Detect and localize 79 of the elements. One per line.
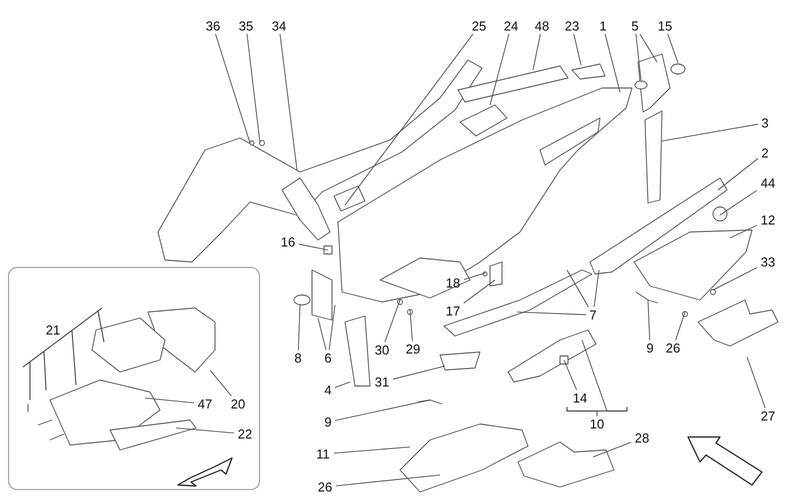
callout-number: 23 xyxy=(564,18,580,34)
callout-number: 18 xyxy=(446,276,460,290)
leader-line xyxy=(298,304,300,350)
callout-number: 3 xyxy=(761,116,769,130)
callout-number: 31 xyxy=(374,374,390,390)
callout-number: 9 xyxy=(324,414,332,430)
leader-line xyxy=(667,34,678,64)
callout-number: 8 xyxy=(294,350,302,366)
callout-number: 12 xyxy=(760,212,776,228)
leader-line xyxy=(463,280,496,304)
leader-line xyxy=(636,34,642,80)
leader-line xyxy=(662,124,758,142)
callout-number: 47 xyxy=(198,396,212,412)
callout-number: 2 xyxy=(761,146,769,160)
leader-line xyxy=(384,300,400,342)
leader-line xyxy=(246,34,260,144)
leader-line xyxy=(336,474,440,486)
leader-line xyxy=(648,300,650,340)
callout-number: 5 xyxy=(631,18,639,34)
leader-line xyxy=(712,267,758,290)
callout-number: 17 xyxy=(446,304,460,318)
callout-number: 28 xyxy=(634,430,650,446)
leader-line xyxy=(594,270,600,308)
leader-line xyxy=(298,244,328,250)
leader-line xyxy=(490,34,510,106)
callout-number: 26 xyxy=(318,480,332,494)
callout-number: 35 xyxy=(238,18,254,34)
callout-number: 30 xyxy=(374,342,390,358)
leader-line xyxy=(344,34,474,206)
leader-line xyxy=(675,312,686,340)
leader-line xyxy=(410,310,413,342)
callout-number: 10 xyxy=(590,416,604,432)
callout-number: 16 xyxy=(280,234,296,250)
leader-line xyxy=(564,360,577,390)
callout-number: 33 xyxy=(760,254,776,270)
callout-number: 26 xyxy=(666,340,680,356)
callout-number: 7 xyxy=(589,308,597,322)
leader-line xyxy=(604,34,620,92)
leader-line xyxy=(573,34,582,66)
callout-number: 44 xyxy=(760,176,776,190)
leader-line xyxy=(464,272,486,280)
callout-number: 29 xyxy=(406,342,420,356)
callout-number: 48 xyxy=(534,18,550,34)
callout-number: 21 xyxy=(46,322,60,338)
leader-line xyxy=(582,340,608,416)
callout-number: 25 xyxy=(472,18,486,34)
callout-number: 6 xyxy=(324,350,332,366)
leader-line xyxy=(280,34,298,170)
leader-line xyxy=(392,366,446,380)
callout-number: 36 xyxy=(206,18,220,34)
callout-number: 27 xyxy=(760,408,776,424)
leader-line xyxy=(516,312,586,316)
leader-line xyxy=(334,382,350,388)
callout-number: 1 xyxy=(599,18,607,34)
leader-line xyxy=(210,370,232,396)
leader-line xyxy=(334,400,430,421)
leader-line xyxy=(334,446,410,454)
leader-line xyxy=(592,442,632,458)
leader-line xyxy=(718,158,758,190)
callout-number: 34 xyxy=(272,18,286,34)
callout-number: 14 xyxy=(572,390,588,406)
callout-number: 4 xyxy=(324,382,332,398)
leader-line xyxy=(566,270,589,308)
callout-number: 22 xyxy=(238,426,252,442)
leader-line xyxy=(746,356,766,408)
leader-line xyxy=(328,304,336,350)
callout-number: 11 xyxy=(316,446,330,462)
callout-number: 20 xyxy=(230,396,246,412)
leader-line xyxy=(144,398,194,404)
inset-frame xyxy=(8,267,260,490)
leader-line xyxy=(176,428,234,434)
leader-line xyxy=(318,318,326,350)
leader-line xyxy=(215,34,250,144)
leader-line xyxy=(640,34,658,62)
leader-line xyxy=(532,34,541,70)
callout-number: 9 xyxy=(646,340,654,356)
callout-number: 15 xyxy=(658,18,672,34)
callout-number: 24 xyxy=(504,18,518,34)
leader-line xyxy=(720,190,758,216)
